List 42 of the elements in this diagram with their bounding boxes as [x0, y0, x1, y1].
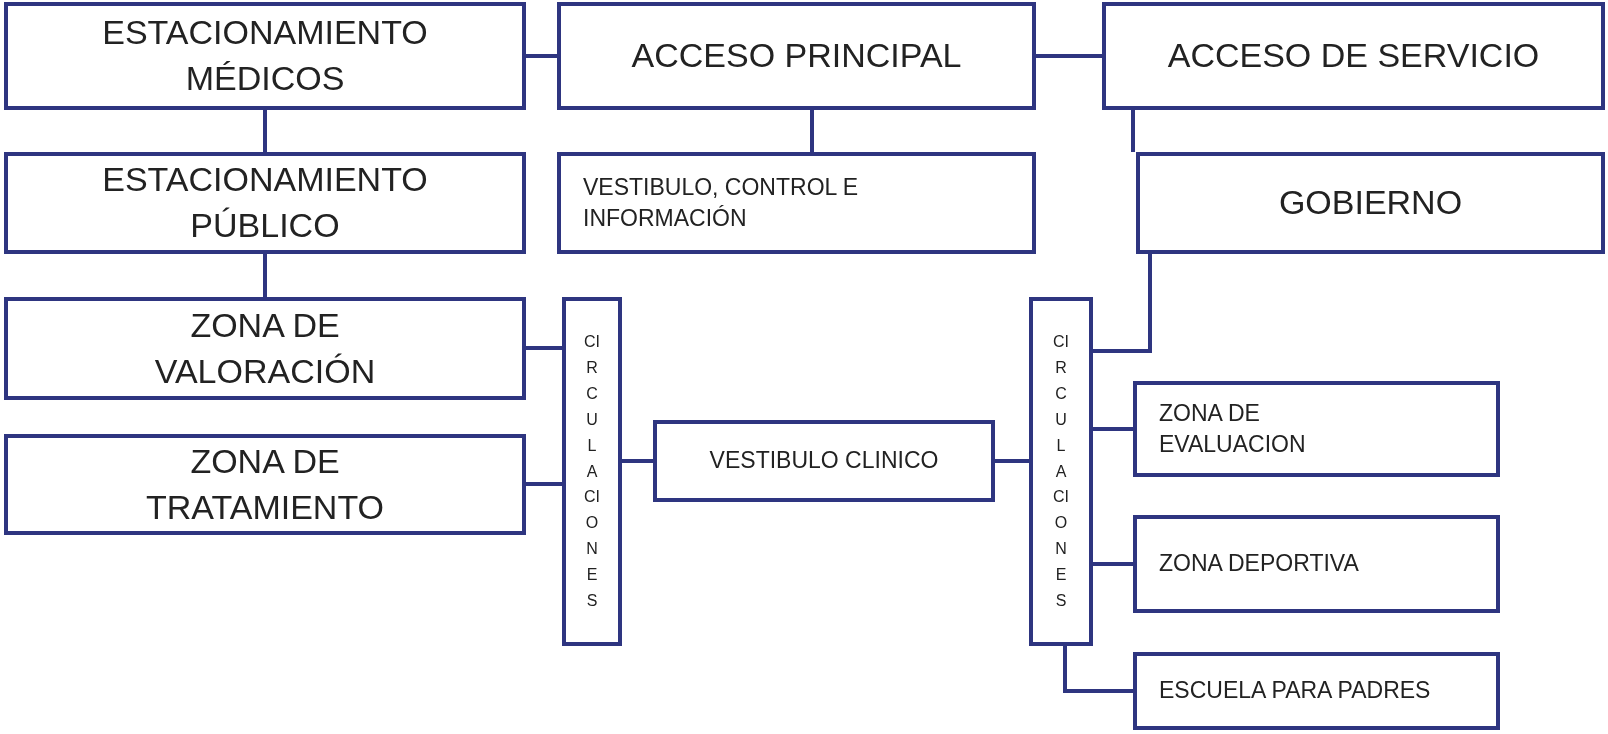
circulation-bar — [1029, 297, 1093, 646]
connector-line — [526, 482, 562, 486]
area-box — [557, 152, 1036, 254]
area-box — [1133, 652, 1500, 730]
area-label: GOBIERNO — [1278, 182, 1463, 224]
area-box — [4, 434, 526, 535]
connector-line — [526, 346, 562, 350]
area-label: ESTACIONAMIENTO MÉDICOS — [101, 12, 429, 99]
area-label: ZONA DEPORTIVA — [1159, 549, 1359, 579]
connector-line — [1131, 110, 1135, 152]
connector-line — [1036, 54, 1102, 58]
circulation-bar — [562, 297, 622, 646]
connector-line — [263, 254, 267, 297]
connector-line — [1093, 562, 1133, 566]
area-box — [1133, 381, 1500, 477]
connector-line — [810, 110, 814, 152]
area-box — [653, 420, 995, 502]
connector-line — [1093, 254, 1152, 353]
area-label: VESTIBULO CLINICO — [709, 446, 939, 476]
area-label: ZONA DE TRATAMIENTO — [145, 440, 385, 528]
area-label: ZONA DE VALORACIÓN — [153, 304, 377, 392]
area-box — [4, 152, 526, 254]
area-box — [4, 2, 526, 110]
area-box — [1136, 152, 1605, 254]
area-label: ACCESO DE SERVICIO — [1167, 35, 1540, 77]
area-label: CIRCULACIONES — [1053, 332, 1069, 612]
area-box — [1102, 2, 1605, 110]
area-label: ESTACIONAMIENTO PÚBLICO — [101, 159, 429, 246]
connector-line — [1093, 427, 1133, 431]
area-label: ZONA DE EVALUACION — [1159, 398, 1307, 459]
connector-line — [995, 459, 1029, 463]
area-box — [4, 297, 526, 400]
area-label: VESTIBULO, CONTROL E INFORMACIÓN — [583, 172, 860, 233]
area-label: CIRCULACIONES — [584, 332, 600, 612]
connector-line — [1063, 646, 1133, 693]
connector-line — [622, 459, 653, 463]
area-label: ACCESO PRINCIPAL — [631, 35, 962, 77]
area-label: ESCUELA PARA PADRES — [1159, 676, 1431, 706]
connector-line — [263, 110, 267, 152]
area-box — [1133, 515, 1500, 613]
area-box — [557, 2, 1036, 110]
connector-line — [526, 54, 557, 58]
